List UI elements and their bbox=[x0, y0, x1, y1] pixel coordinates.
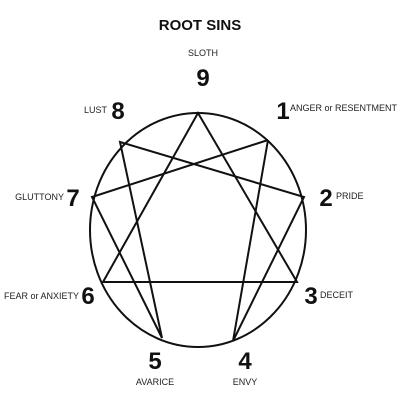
point-1-label: ANGER or RESENTMENT bbox=[290, 103, 398, 113]
diagram-title: ROOT SINS bbox=[159, 17, 242, 34]
point-3-label: DECEIT bbox=[320, 290, 354, 300]
point-6-number: 6 bbox=[81, 283, 94, 310]
point-7-number: 7 bbox=[66, 185, 79, 212]
point-2-label: PRIDE bbox=[336, 191, 364, 201]
connection-lines bbox=[90, 110, 306, 342]
point-6-label: FEAR or ANXIETY bbox=[4, 291, 79, 301]
point-7-label: GLUTTONY bbox=[15, 192, 64, 202]
point-4-label: ENVY bbox=[233, 377, 258, 387]
point-5-label: AVARICE bbox=[136, 377, 174, 387]
point-9-label: SLOTH bbox=[188, 48, 218, 58]
point-9-number: 9 bbox=[196, 65, 209, 92]
point-1-number: 1 bbox=[276, 98, 289, 125]
inner-triangle bbox=[101, 110, 299, 283]
point-8-label: LUST bbox=[84, 105, 108, 115]
point-8-number: 8 bbox=[111, 98, 124, 125]
point-4-number: 4 bbox=[238, 348, 252, 375]
enneagram-circle bbox=[89, 112, 307, 348]
point-2-number: 2 bbox=[319, 185, 332, 212]
inner-hexad bbox=[90, 139, 306, 342]
point-3-number: 3 bbox=[304, 283, 317, 310]
point-5-number: 5 bbox=[148, 348, 161, 375]
